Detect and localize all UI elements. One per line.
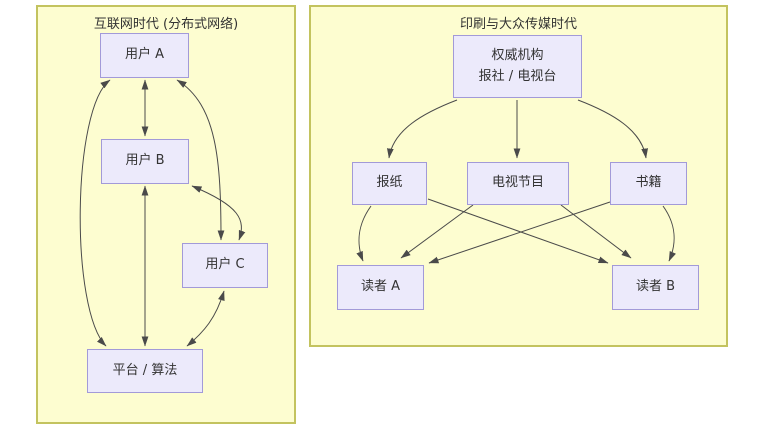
node-newspaper-label: 报纸 xyxy=(376,175,403,191)
edge-authority-newspaper xyxy=(386,99,458,159)
node-user-b-label: 用户 B xyxy=(125,153,165,169)
edge-user-b-user-c xyxy=(191,185,246,241)
node-user-c: 用户 C xyxy=(182,243,268,288)
node-reader-a: 读者 A xyxy=(337,265,424,310)
edge-newspaper-reader-b xyxy=(427,198,609,264)
edge-tv-reader-a xyxy=(400,204,474,259)
node-user-a: 用户 A xyxy=(100,33,189,78)
node-tv-program: 电视节目 xyxy=(467,162,569,205)
edge-user-a-platform xyxy=(79,79,111,347)
node-authority-label: 权威机构 报社 / 电视台 xyxy=(478,48,557,84)
node-user-a-label: 用户 A xyxy=(124,47,165,63)
node-user-b: 用户 B xyxy=(101,139,189,184)
edge-books-reader-a xyxy=(428,201,611,264)
node-reader-b: 读者 B xyxy=(612,265,699,310)
node-books: 书籍 xyxy=(610,162,687,205)
edge-tv-reader-b xyxy=(560,204,632,259)
edge-user-c-platform xyxy=(186,290,225,347)
node-tv-label: 电视节目 xyxy=(491,175,544,191)
edge-newspaper-reader-a xyxy=(356,205,372,262)
node-platform-algorithm: 平台 / 算法 xyxy=(87,349,203,393)
panel-massmedia-title: 印刷与大众传媒时代 xyxy=(459,17,577,32)
node-user-c-label: 用户 C xyxy=(205,257,245,273)
node-platform-label: 平台 / 算法 xyxy=(112,362,178,378)
edge-authority-books xyxy=(577,99,649,159)
node-newspaper: 报纸 xyxy=(352,162,427,205)
panel-internet-title: 互联网时代 (分布式网络) xyxy=(93,17,239,32)
edge-books-reader-b xyxy=(662,205,676,262)
node-reader-a-label: 读者 A xyxy=(360,279,401,295)
node-authority: 权威机构 报社 / 电视台 xyxy=(453,35,582,98)
node-books-label: 书籍 xyxy=(635,175,662,191)
node-reader-b-label: 读者 B xyxy=(635,279,676,295)
